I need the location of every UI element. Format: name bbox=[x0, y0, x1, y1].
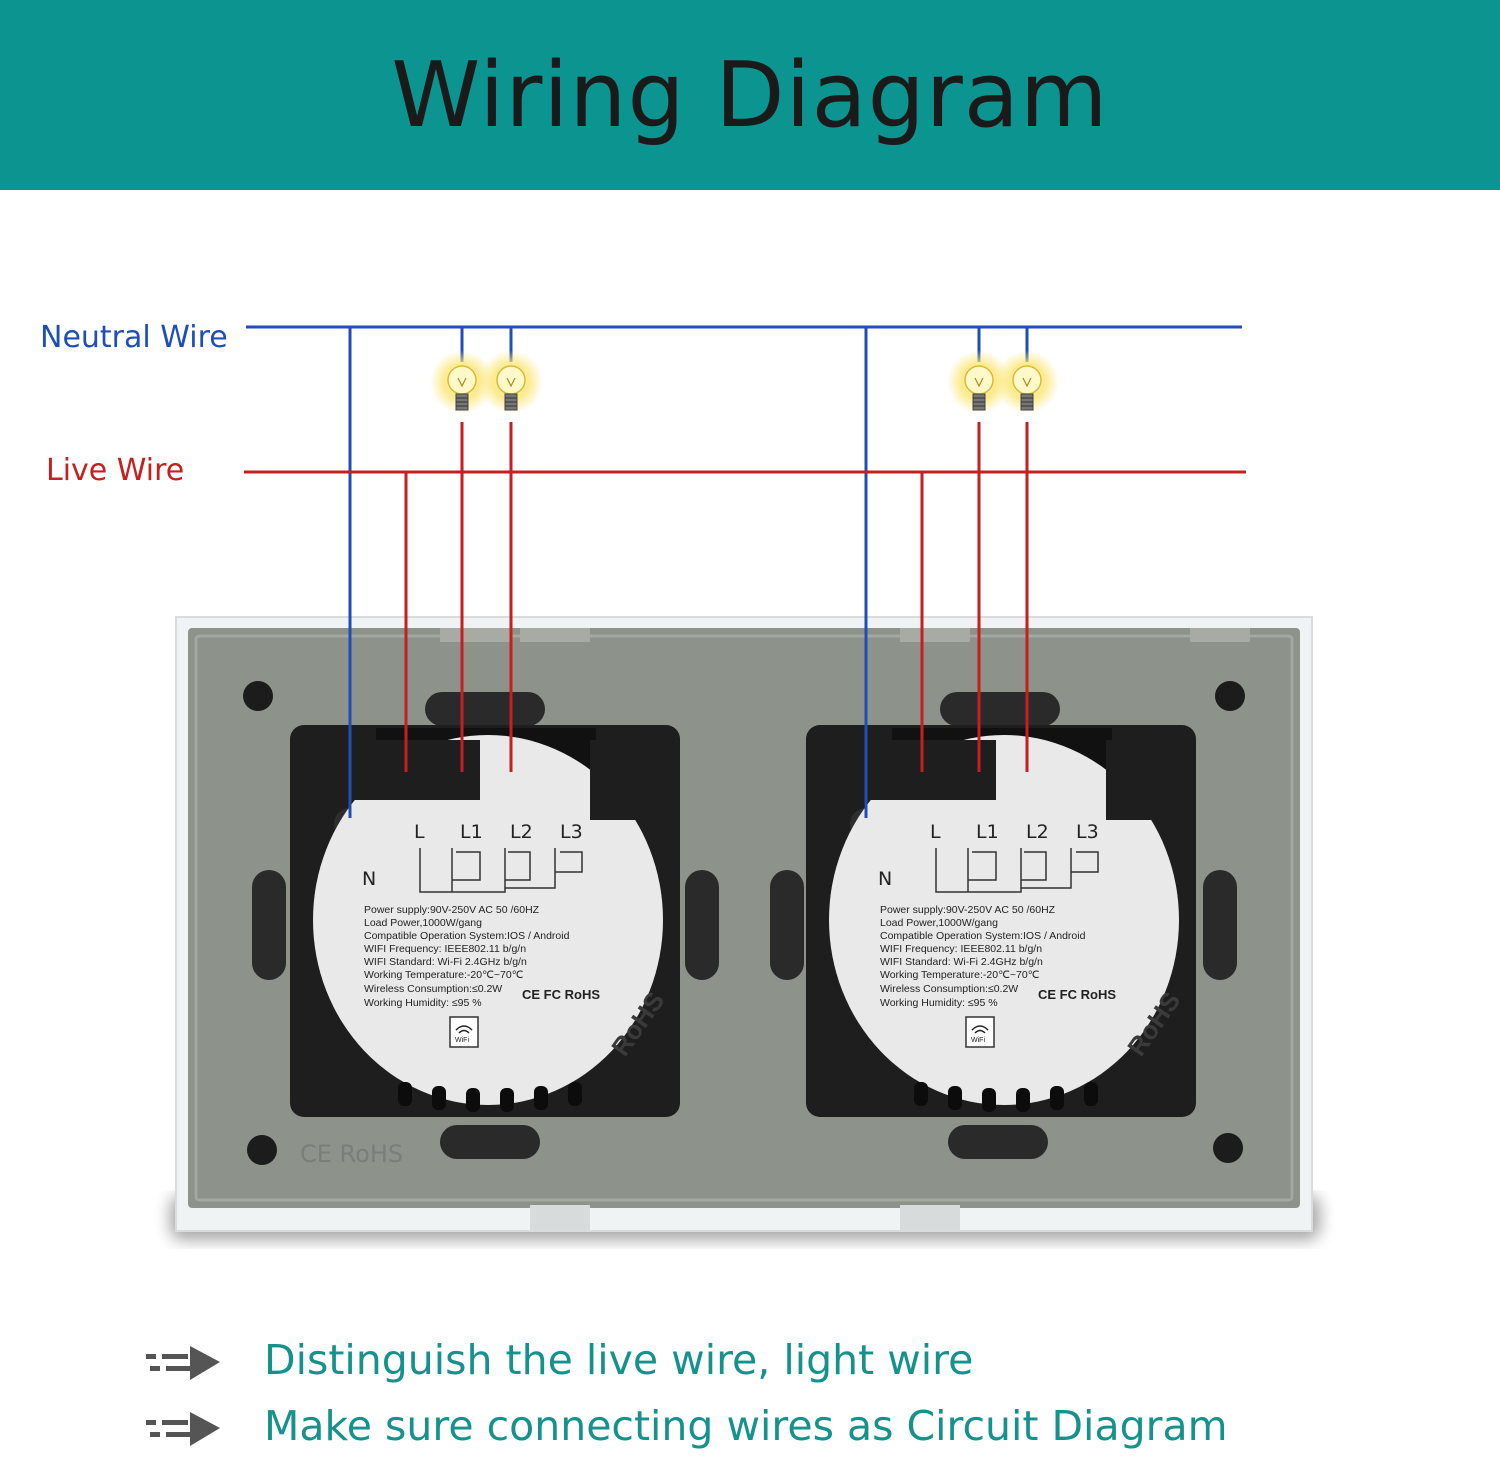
neutral-wire-label: Neutral Wire bbox=[40, 320, 228, 355]
wifi-badge-label: WiFi bbox=[971, 1037, 985, 1044]
wifi-icon bbox=[449, 1016, 479, 1048]
screw-hole bbox=[247, 1135, 277, 1165]
spec-line: WIFI Standard: Wi-Fi 2.4GHz b/g/n bbox=[364, 956, 527, 968]
live-wire-label: Live Wire bbox=[46, 453, 185, 488]
wifi-icon bbox=[965, 1016, 995, 1048]
spec-line: WIFI Frequency: IEEE802.11 b/g/n bbox=[364, 943, 526, 955]
spec-line: Wireless Consumption:≤0.2W bbox=[364, 983, 502, 995]
spec-line: Load Power,1000W/gang bbox=[364, 917, 482, 929]
terminal-label-l: L bbox=[414, 821, 425, 843]
page-title: Wiring Diagram bbox=[391, 42, 1109, 148]
spec-line: WIFI Frequency: IEEE802.11 b/g/n bbox=[880, 943, 1042, 955]
terminal-label-l1: L1 bbox=[976, 821, 999, 843]
spec-line: Power supply:90V-250V AC 50 /60HZ bbox=[880, 904, 1056, 916]
spec-line: Compatible Operation System:IOS / Androi… bbox=[364, 930, 570, 942]
terminal-label-l: L bbox=[930, 821, 941, 843]
spec-line: Working Humidity: ≤95 % bbox=[364, 997, 482, 1009]
screw-hole bbox=[243, 681, 273, 711]
header-banner: Wiring Diagram bbox=[0, 0, 1500, 190]
tip-text: Make sure connecting wires as Circuit Di… bbox=[264, 1402, 1228, 1450]
wiring-diagram: CE RoHS L L1 L2 L3 N Power supply:90V-25… bbox=[170, 325, 1320, 1240]
arrow-icon bbox=[146, 1346, 220, 1380]
terminal-label-l2: L2 bbox=[510, 821, 533, 843]
cert-marks: CE FC RoHS bbox=[1038, 987, 1116, 1002]
terminal-label-n: N bbox=[878, 868, 892, 890]
spec-line: Load Power,1000W/gang bbox=[880, 917, 998, 929]
spec-line: Compatible Operation System:IOS / Androi… bbox=[880, 930, 1086, 942]
switch-module-2: L L1 L2 L3 N Power supply:90V-250V AC 50… bbox=[806, 725, 1196, 1117]
terminal-label-l3: L3 bbox=[560, 821, 583, 843]
terminal-label-l1: L1 bbox=[460, 821, 483, 843]
screw-hole bbox=[1213, 1133, 1243, 1163]
spec-line: Wireless Consumption:≤0.2W bbox=[880, 983, 1018, 995]
screw-hole bbox=[1215, 681, 1245, 711]
neutral-wires bbox=[246, 325, 1242, 818]
terminal-label-n: N bbox=[362, 868, 376, 890]
tip-item: Distinguish the live wire, light wire bbox=[0, 1332, 1500, 1392]
spec-line: Working Temperature:-20℃~70℃ bbox=[364, 969, 524, 981]
terminal-label-l3: L3 bbox=[1076, 821, 1099, 843]
wifi-badge-label: WiFi bbox=[455, 1037, 469, 1044]
tip-item: Make sure connecting wires as Circuit Di… bbox=[0, 1398, 1500, 1458]
arrow-icon bbox=[146, 1412, 220, 1446]
spec-line: Working Humidity: ≤95 % bbox=[880, 997, 998, 1009]
plate-mark: CE RoHS bbox=[300, 1140, 403, 1168]
cert-marks: CE FC RoHS bbox=[522, 987, 600, 1002]
terminal-label-l2: L2 bbox=[1026, 821, 1049, 843]
tip-text: Distinguish the live wire, light wire bbox=[264, 1336, 974, 1384]
spec-line: WIFI Standard: Wi-Fi 2.4GHz b/g/n bbox=[880, 956, 1043, 968]
spec-line: Power supply:90V-250V AC 50 /60HZ bbox=[364, 904, 540, 916]
light-bulb-icon bbox=[994, 349, 1060, 415]
live-wires bbox=[244, 422, 1246, 772]
spec-line: Working Temperature:-20℃~70℃ bbox=[880, 969, 1040, 981]
light-bulb-icon bbox=[478, 349, 544, 415]
